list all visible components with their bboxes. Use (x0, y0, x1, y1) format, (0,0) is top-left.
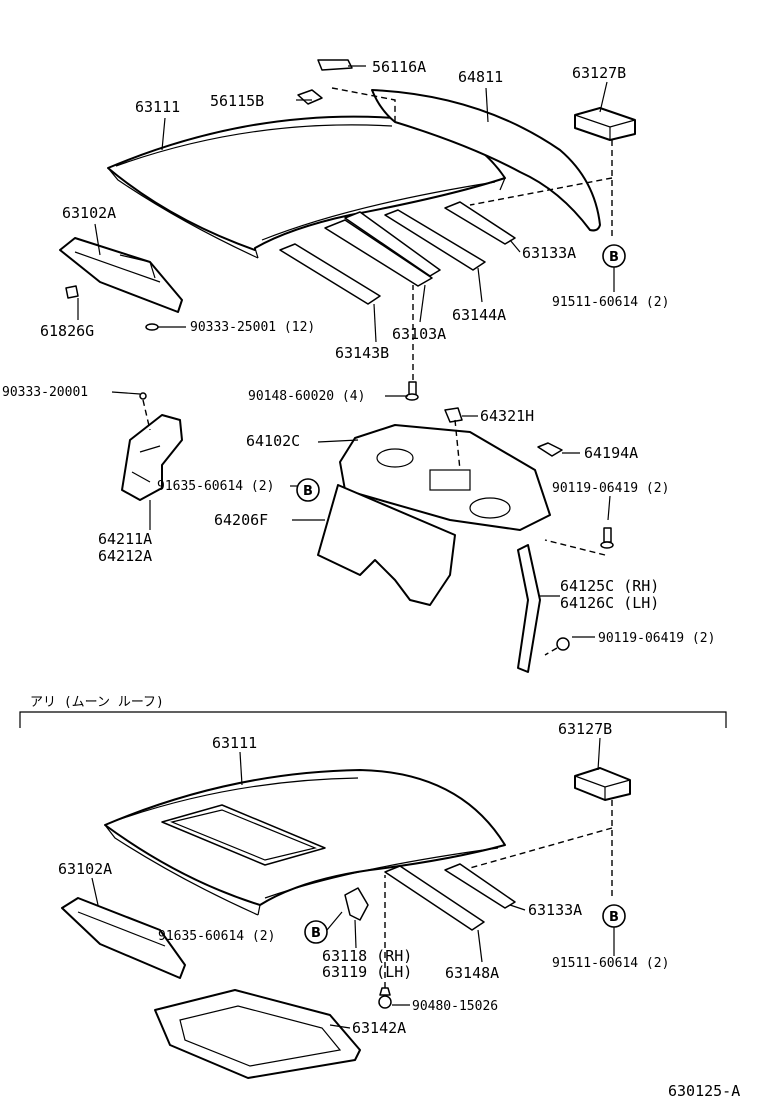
label-64125C: 64125C (RH) (560, 577, 659, 595)
rail-64125C (517, 544, 541, 673)
pad-64194A (537, 442, 563, 457)
sunroof-frame-63142A (154, 989, 361, 1079)
dash-63127-roof (469, 177, 613, 206)
dash-56116-64811 (331, 87, 396, 125)
label-64811: 64811 (458, 68, 503, 86)
front-header-lower (61, 897, 186, 979)
label-91635-upper: 91635-60614 (2) (157, 479, 274, 494)
svg-text:B: B (609, 250, 619, 265)
rear-glass (371, 89, 601, 232)
label-64211A: 64211A (98, 530, 152, 548)
label-90333-20001: 90333-20001 (2, 385, 88, 400)
front-header-upper (59, 237, 183, 313)
diagram-code: 630125-A (668, 1082, 740, 1100)
clip-90480 (378, 987, 392, 1009)
label-63111-upper: 63111 (135, 98, 180, 116)
label-63142A: 63142A (352, 1019, 406, 1037)
dash-64321 (454, 419, 461, 471)
roof-bow-63148A (384, 865, 485, 931)
label-63103A: 63103A (392, 325, 446, 343)
bolt-90119-b (556, 637, 570, 651)
label-64102C: 64102C (246, 432, 300, 450)
label-91635-lower: 91635-60614 (2) (158, 929, 275, 944)
label-61826G: 61826G (40, 322, 94, 340)
label-64194A: 64194A (584, 444, 638, 462)
label-64126C: 64126C (LH) (560, 594, 659, 612)
ref-marker-B-upper-mid: B (296, 478, 320, 502)
roof-panel-upper (107, 115, 506, 259)
label-56116A: 56116A (372, 58, 426, 76)
svg-text:B: B (609, 910, 619, 925)
roof-bow-63133A-lower (444, 863, 516, 909)
dash-90333-bracket (142, 399, 151, 431)
roof-bow-63133A-upper (444, 201, 516, 245)
label-90119-a: 90119-06419 (2) (552, 481, 669, 496)
label-63127B-lower: 63127B (558, 720, 612, 738)
label-63148A: 63148A (445, 964, 499, 982)
pad-61826G (65, 285, 79, 299)
label-90148: 90148-60020 (4) (248, 389, 365, 404)
clip-56116A (317, 59, 353, 71)
label-63119: 63119 (LH) (322, 963, 412, 981)
clip-56115B (297, 89, 323, 105)
label-64212A: 64212A (98, 547, 152, 565)
svg-text:B: B (303, 484, 313, 499)
svg-text:B: B (311, 926, 321, 941)
ref-marker-B-lower-mid: B (304, 920, 328, 944)
label-63133A-lower: 63133A (528, 901, 582, 919)
label-64321H: 64321H (480, 407, 534, 425)
dash-90119-rail (544, 539, 606, 556)
roof-panel-lower (104, 769, 506, 916)
pad-63127B-lower (574, 767, 631, 801)
bolt-90148 (405, 381, 419, 401)
label-63143B: 63143B (335, 344, 389, 362)
clip-90333-20001 (139, 392, 147, 400)
label-91511-lower: 91511-60614 (2) (552, 956, 669, 971)
roof-bow-63103A (324, 211, 441, 287)
dash-63127-roof-lower (469, 827, 613, 869)
label-63144A: 63144A (452, 306, 506, 324)
label-63102A-lower: 63102A (58, 860, 112, 878)
bracket-63118 (344, 887, 369, 921)
bolt-90119-a (600, 527, 614, 549)
label-63111-lower: 63111 (212, 734, 257, 752)
label-64206F: 64206F (214, 511, 268, 529)
panel-64206F (317, 484, 456, 606)
label-63102A-upper: 63102A (62, 204, 116, 222)
clip-90333-25001 (145, 323, 159, 331)
label-63133A-upper: 63133A (522, 244, 576, 262)
section-note-moonroof: アリ (ムーン ルーフ) (30, 695, 164, 710)
dash-90119-b (544, 647, 558, 656)
clip-64321H (444, 407, 463, 423)
label-63118: 63118 (RH) (322, 947, 412, 965)
bracket-64211A (121, 414, 183, 501)
leaders-upper (77, 65, 611, 638)
label-56115B: 56115B (210, 92, 264, 110)
label-90119-b: 90119-06419 (2) (598, 631, 715, 646)
roof-bow-63143B (279, 243, 381, 305)
label-63127B-upper: 63127B (572, 64, 626, 82)
ref-marker-B-upper-right: B (602, 244, 626, 268)
section-bracket (19, 711, 727, 728)
ref-marker-B-lower-right: B (602, 904, 626, 928)
leaders-lower (91, 737, 615, 1029)
roof-bow-63144A (384, 209, 486, 271)
label-90333-25001: 90333-25001 (12) (190, 320, 315, 335)
label-90480: 90480-15026 (412, 999, 498, 1014)
pad-63127B-upper (574, 107, 636, 141)
label-91511-upper: 91511-60614 (2) (552, 295, 669, 310)
package-tray-64102C (339, 424, 551, 531)
